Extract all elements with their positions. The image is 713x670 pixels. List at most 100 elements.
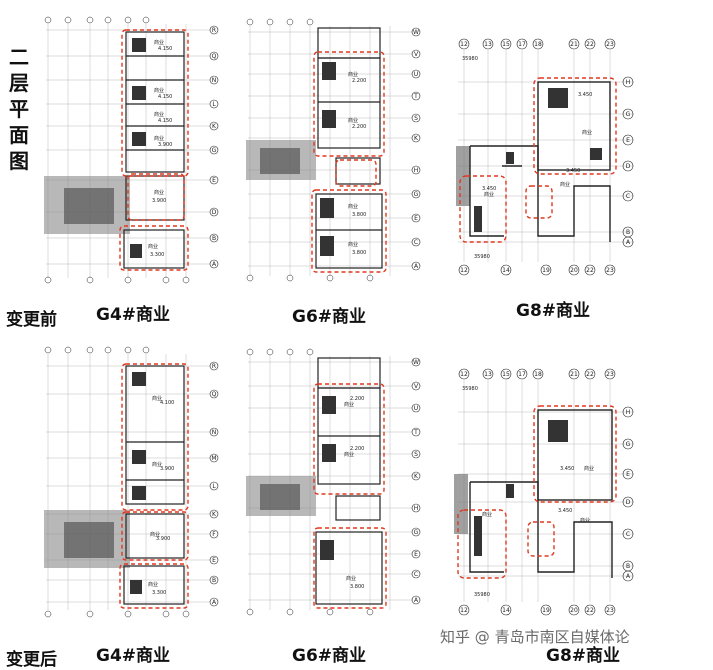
svg-text:商业: 商业	[584, 465, 594, 472]
svg-text:D: D	[626, 499, 631, 506]
svg-text:商业: 商业	[346, 575, 356, 582]
svg-text:G: G	[414, 529, 419, 536]
svg-text:21: 21	[570, 41, 578, 48]
svg-text:G: G	[626, 111, 631, 118]
svg-text:22: 22	[586, 371, 594, 378]
svg-text:18: 18	[534, 371, 542, 378]
svg-text:3.300: 3.300	[152, 590, 166, 596]
svg-text:23: 23	[606, 267, 614, 274]
svg-text:N: N	[212, 77, 217, 84]
svg-text:19: 19	[542, 267, 550, 274]
svg-text:3.800: 3.800	[350, 584, 364, 590]
svg-text:3.800: 3.800	[352, 250, 366, 256]
svg-text:3.900: 3.900	[156, 536, 170, 542]
svg-text:M: M	[211, 455, 216, 462]
svg-text:H: H	[626, 409, 631, 416]
svg-text:E: E	[212, 557, 216, 564]
svg-text:商业: 商业	[152, 395, 162, 402]
svg-text:2.200: 2.200	[352, 124, 366, 130]
svg-text:17: 17	[518, 371, 526, 378]
side-title-char: 图	[9, 149, 29, 173]
svg-text:35980: 35980	[462, 386, 478, 392]
svg-text:U: U	[414, 71, 418, 78]
svg-text:K: K	[212, 123, 217, 130]
svg-text:2.200: 2.200	[352, 78, 366, 84]
svg-text:V: V	[414, 51, 419, 58]
svg-text:A: A	[414, 597, 419, 604]
svg-text:20: 20	[570, 267, 578, 274]
svg-text:W: W	[413, 359, 419, 366]
g6-before-plan: 商业2.200 商业2.200 商业3.800 商业3.800 WVU TSK …	[246, 18, 421, 282]
caption-g8-before: G8#商业	[516, 301, 591, 321]
svg-text:15: 15	[502, 41, 510, 48]
caption-g4-before: G4#商业	[96, 305, 171, 325]
svg-text:E: E	[626, 137, 630, 144]
caption-g4-after: G4#商业	[96, 646, 171, 666]
svg-text:Q: Q	[212, 391, 217, 398]
svg-text:S: S	[414, 115, 418, 122]
svg-text:3.900: 3.900	[160, 466, 174, 472]
svg-text:14: 14	[502, 607, 510, 614]
svg-text:T: T	[413, 93, 418, 100]
svg-text:商业: 商业	[348, 71, 358, 78]
svg-text:3.800: 3.800	[352, 212, 366, 218]
watermark-author: 青岛市南区自媒体论	[494, 628, 630, 646]
watermark: 知乎 @ 青岛市南区自媒体论	[440, 626, 630, 647]
side-title: 二 层 平 面 图	[8, 44, 30, 174]
watermark-site: 知乎	[440, 628, 471, 646]
svg-text:H: H	[626, 79, 631, 86]
svg-text:12: 12	[460, 371, 468, 378]
svg-text:4.150: 4.150	[158, 94, 172, 100]
svg-text:35980: 35980	[462, 56, 478, 62]
side-title-char: 层	[9, 71, 29, 95]
svg-text:17: 17	[518, 41, 526, 48]
svg-text:商业: 商业	[154, 111, 164, 118]
svg-text:23: 23	[606, 41, 614, 48]
svg-text:C: C	[626, 193, 630, 200]
svg-text:A: A	[626, 239, 631, 246]
svg-text:D: D	[626, 163, 631, 170]
svg-text:22: 22	[586, 41, 594, 48]
svg-text:4.100: 4.100	[160, 400, 174, 406]
svg-text:3.450: 3.450	[578, 92, 592, 98]
svg-text:22: 22	[586, 607, 594, 614]
svg-text:2.200: 2.200	[350, 446, 364, 452]
svg-text:20: 20	[570, 607, 578, 614]
svg-text:商业: 商业	[150, 531, 160, 538]
svg-text:F: F	[212, 531, 216, 538]
svg-text:S: S	[414, 451, 418, 458]
svg-text:E: E	[414, 551, 418, 558]
svg-text:3.450: 3.450	[558, 508, 572, 514]
svg-text:B: B	[212, 577, 216, 584]
svg-text:B: B	[626, 229, 630, 236]
svg-text:商业: 商业	[484, 191, 494, 198]
svg-text:12: 12	[460, 41, 468, 48]
svg-text:G: G	[212, 147, 217, 154]
svg-text:商业: 商业	[148, 581, 158, 588]
svg-text:4.150: 4.150	[158, 118, 172, 124]
svg-text:K: K	[212, 511, 217, 518]
svg-text:A: A	[212, 599, 217, 606]
svg-text:35980: 35980	[474, 592, 490, 598]
svg-text:商业: 商业	[148, 243, 158, 250]
svg-text:商业: 商业	[348, 203, 358, 210]
svg-text:R: R	[212, 363, 216, 370]
svg-text:A: A	[414, 263, 419, 270]
svg-text:商业: 商业	[348, 117, 358, 124]
svg-text:N: N	[212, 429, 217, 436]
g4-after-plan: 商业4.100 商业3.900 商业3.900 商业3.300 RQN MLK …	[44, 346, 219, 618]
svg-text:L: L	[212, 101, 216, 108]
svg-text:K: K	[414, 135, 419, 142]
svg-text:L: L	[212, 483, 216, 490]
svg-text:3.450: 3.450	[482, 186, 496, 192]
row-label-before: 变更前	[6, 310, 57, 330]
caption-g8-after: G8#商业	[546, 646, 621, 666]
svg-text:V: V	[414, 383, 419, 390]
svg-text:商业: 商业	[344, 451, 354, 458]
svg-text:21: 21	[570, 371, 578, 378]
svg-text:C: C	[414, 239, 418, 246]
side-title-char: 平	[9, 97, 29, 121]
svg-text:E: E	[626, 471, 630, 478]
svg-text:23: 23	[606, 371, 614, 378]
